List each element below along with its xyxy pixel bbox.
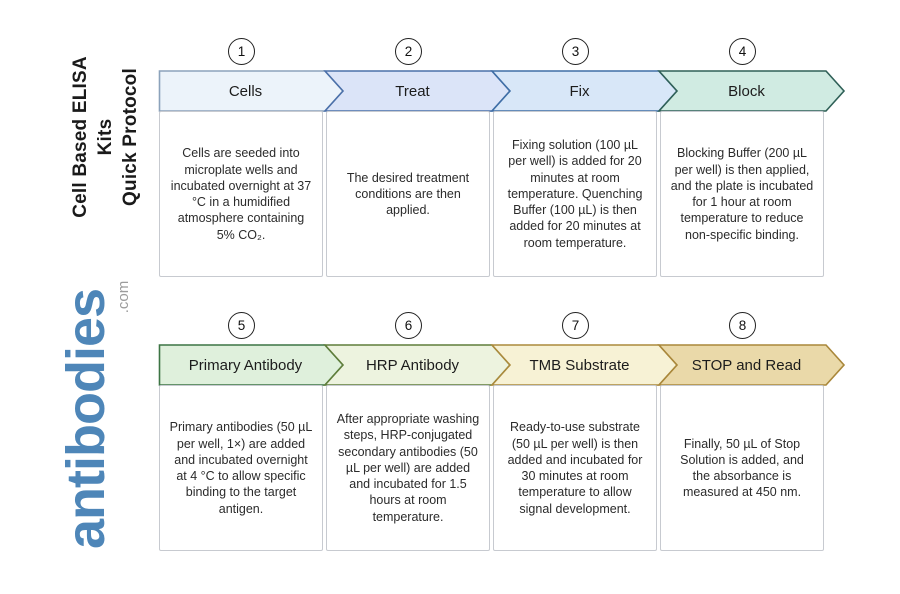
step-circle-6: 6 xyxy=(395,312,422,339)
step-label-cells: Cells xyxy=(228,82,263,100)
step-description-text-1: Cells are seeded into microplate wells a… xyxy=(170,146,312,242)
step-circle-1: 1 xyxy=(228,38,255,65)
step-circle-8: 8 xyxy=(729,312,756,339)
step-number-4: 4 xyxy=(738,44,747,59)
step-arrow-stop-and-read xyxy=(657,344,846,386)
protocol-title: Cell Based ELISA Kits Quick Protocol xyxy=(68,37,141,237)
step-description-8: Finally, 50 µL of Stop Solution is added… xyxy=(660,385,824,551)
row1-arrow-banner xyxy=(158,70,846,112)
step-arrow-block xyxy=(657,70,846,112)
step-description-7: Ready-to-use substrate (50 µL per well) … xyxy=(493,385,657,551)
step-description-5: Primary antibodies (50 µL per well, 1×) … xyxy=(159,385,323,551)
step-description-6: After appropriate washing steps, HRP-con… xyxy=(326,385,490,551)
protocol-title-line2: Quick Protocol xyxy=(120,68,142,206)
step-description-text-8: Finally, 50 µL of Stop Solution is added… xyxy=(680,436,804,500)
step-label-hrp-antibody: HRP Antibody xyxy=(365,356,460,374)
step-circle-2: 2 xyxy=(395,38,422,65)
step-circle-5: 5 xyxy=(228,312,255,339)
step-label-primary-antibody: Primary Antibody xyxy=(188,356,303,374)
step-description-3: Fixing solution (100 µL per well) is add… xyxy=(493,111,657,277)
step-description-4: Blocking Buffer (200 µL per well) is the… xyxy=(660,111,824,277)
step-description-text-7: Ready-to-use substrate (50 µL per well) … xyxy=(507,420,643,516)
step-number-3: 3 xyxy=(571,44,580,59)
step-number-8: 8 xyxy=(738,318,747,333)
step-description-text-4: Blocking Buffer (200 µL per well) is the… xyxy=(670,146,814,242)
step-description-2: The desired treatment conditions are the… xyxy=(326,111,490,277)
brand-logo: antibodies xyxy=(56,288,116,550)
step-description-text-6: After appropriate washing steps, HRP-con… xyxy=(336,412,480,524)
step-number-5: 5 xyxy=(237,318,246,333)
step-circle-7: 7 xyxy=(562,312,589,339)
step-number-6: 6 xyxy=(404,318,413,333)
step-number-1: 1 xyxy=(237,44,246,59)
step-label-block: Block xyxy=(728,82,765,100)
step-label-treat: Treat xyxy=(395,82,430,100)
step-label-stop-and-read: STOP and Read xyxy=(691,356,802,374)
row2-arrow-banner xyxy=(158,344,846,386)
step-label-tmb-substrate: TMB Substrate xyxy=(529,356,630,374)
step-number-7: 7 xyxy=(571,318,580,333)
step-description-text-3: Fixing solution (100 µL per well) is add… xyxy=(507,138,643,250)
step-circle-3: 3 xyxy=(562,38,589,65)
brand-logo-suffix: .com xyxy=(115,280,132,314)
protocol-title-line1: Cell Based ELISA Kits xyxy=(70,56,117,218)
step-description-text-5: Primary antibodies (50 µL per well, 1×) … xyxy=(169,420,313,516)
step-circle-4: 4 xyxy=(729,38,756,65)
step-label-fix: Fix xyxy=(569,82,590,100)
step-description-1: Cells are seeded into microplate wells a… xyxy=(159,111,323,277)
step-number-2: 2 xyxy=(404,44,413,59)
step-description-text-2: The desired treatment conditions are the… xyxy=(346,170,470,218)
